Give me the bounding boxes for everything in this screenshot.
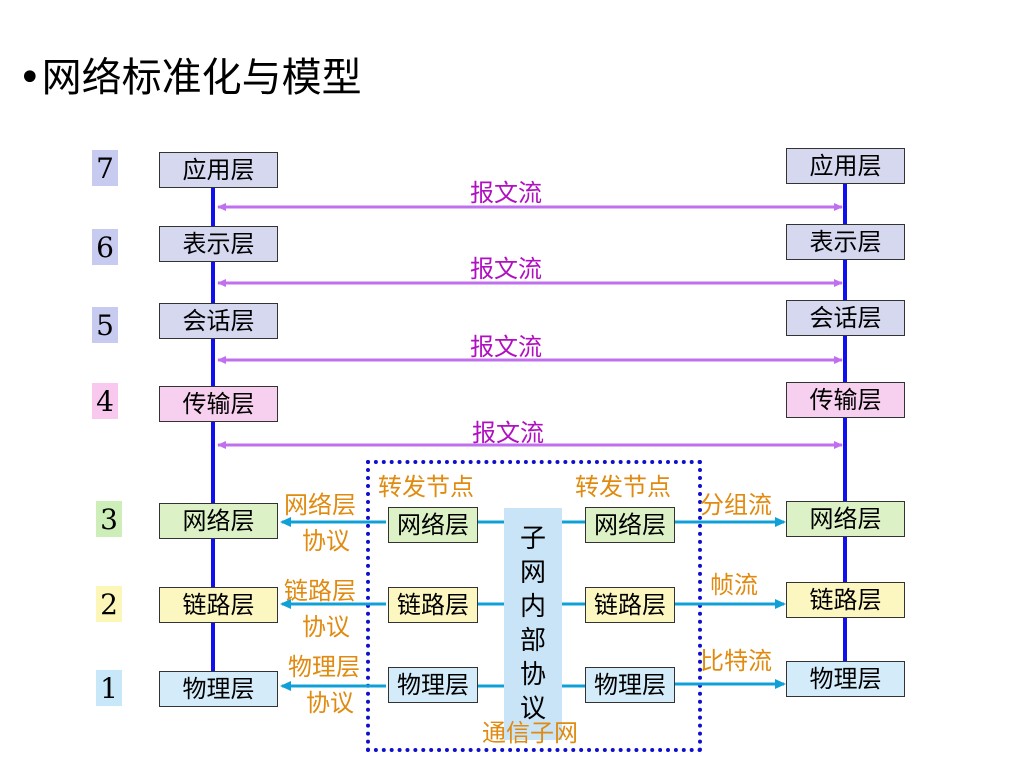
right-presentation-layer: 表示层 bbox=[786, 224, 905, 260]
message-flow-label-6: 报文流 bbox=[470, 255, 542, 283]
link-protocol-label-line1: 链路层 bbox=[284, 577, 356, 605]
left-transport-layer: 传输层 bbox=[159, 386, 278, 422]
relay-left-link-layer: 链路层 bbox=[388, 587, 478, 623]
left-network-layer: 网络层 bbox=[159, 503, 278, 539]
layer-number-3: 3 bbox=[96, 501, 122, 537]
communication-subnet-region bbox=[366, 460, 702, 752]
packet-flow-label: 分组流 bbox=[700, 491, 772, 519]
relay-right-physical-layer: 物理层 bbox=[585, 667, 675, 703]
relay-node-label-right: 转发节点 bbox=[575, 473, 671, 501]
subnet-char: 网 bbox=[519, 558, 546, 588]
relay-right-network-layer: 网络层 bbox=[585, 507, 675, 543]
link-protocol-label-line2: 协议 bbox=[302, 613, 350, 641]
right-transport-layer: 传输层 bbox=[786, 382, 905, 418]
relay-left-network-layer: 网络层 bbox=[388, 507, 478, 543]
network-protocol-label-line1: 网络层 bbox=[284, 491, 356, 519]
physical-protocol-label-line2: 协议 bbox=[306, 689, 354, 717]
physical-protocol-label-line1: 物理层 bbox=[288, 653, 360, 681]
subnet-char: 子 bbox=[519, 524, 546, 554]
bit-flow-label: 比特流 bbox=[700, 647, 772, 675]
subnet-char: 部 bbox=[519, 626, 546, 656]
right-stack-line bbox=[843, 184, 847, 664]
right-link-layer: 链路层 bbox=[786, 582, 905, 618]
communication-subnet-caption: 通信子网 bbox=[482, 719, 578, 747]
left-session-layer: 会话层 bbox=[159, 303, 278, 339]
left-presentation-layer: 表示层 bbox=[159, 226, 278, 262]
left-stack-line bbox=[211, 186, 215, 676]
layer-number-4: 4 bbox=[92, 383, 118, 419]
layer-number-5: 5 bbox=[92, 307, 118, 343]
layer-number-1: 1 bbox=[96, 670, 122, 706]
subnet-char: 内 bbox=[519, 592, 546, 622]
network-protocol-label-line2: 协议 bbox=[302, 527, 350, 555]
message-flow-label-7: 报文流 bbox=[470, 179, 542, 207]
relay-node-label-left: 转发节点 bbox=[378, 473, 474, 501]
layer-number-6: 6 bbox=[92, 229, 118, 265]
right-physical-layer: 物理层 bbox=[786, 661, 905, 697]
right-application-layer: 应用层 bbox=[786, 148, 905, 184]
frame-flow-label: 帧流 bbox=[710, 571, 758, 599]
layer-number-7: 7 bbox=[92, 150, 118, 186]
left-link-layer: 链路层 bbox=[159, 587, 278, 623]
subnet-internal-protocol-box: 子 网 内 部 协 议 bbox=[504, 508, 562, 740]
subnet-char: 协 bbox=[519, 660, 546, 690]
right-session-layer: 会话层 bbox=[786, 300, 905, 336]
page-title: •网络标准化与模型 bbox=[18, 55, 362, 101]
layer-number-2: 2 bbox=[96, 586, 122, 622]
left-physical-layer: 物理层 bbox=[159, 671, 278, 707]
relay-right-link-layer: 链路层 bbox=[585, 587, 675, 623]
right-network-layer: 网络层 bbox=[786, 501, 905, 537]
left-application-layer: 应用层 bbox=[159, 152, 278, 188]
subnet-char: 议 bbox=[519, 694, 546, 724]
relay-left-physical-layer: 物理层 bbox=[388, 667, 478, 703]
